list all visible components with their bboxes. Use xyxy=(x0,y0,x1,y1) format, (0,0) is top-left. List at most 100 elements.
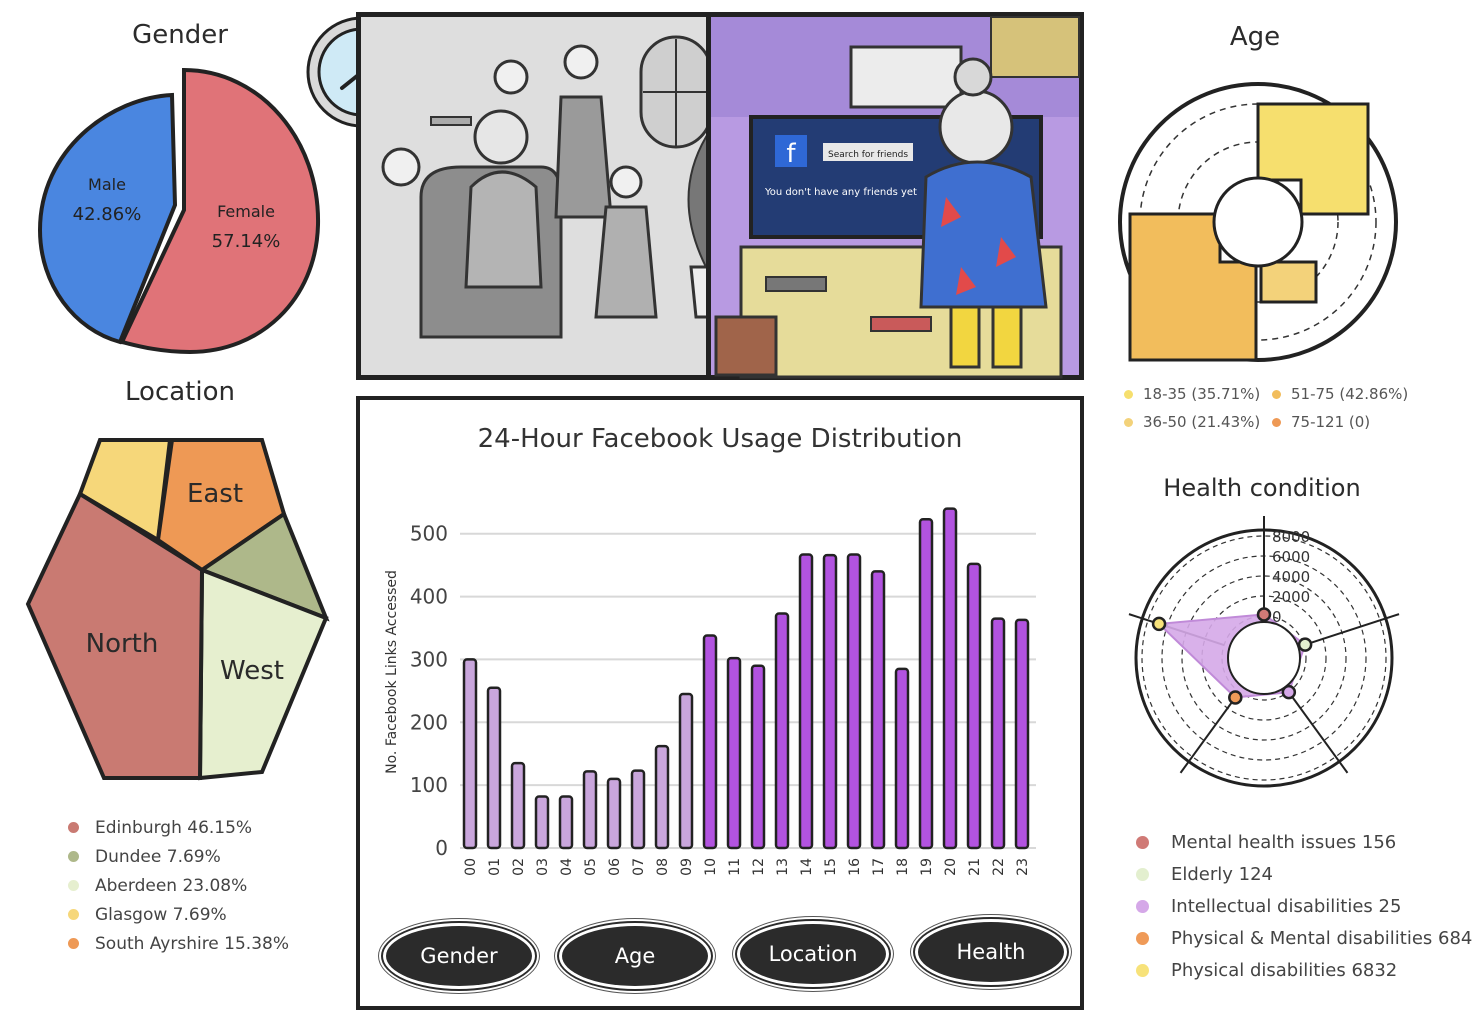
x-tick-label: 13 xyxy=(775,858,791,876)
usage-bar-17[interactable] xyxy=(870,570,886,850)
legend-item: Elderly 124 xyxy=(1136,858,1472,890)
x-tick-label: 08 xyxy=(655,858,671,876)
x-tick-label: 16 xyxy=(847,858,863,876)
radar-tick-label: 6000 xyxy=(1272,548,1310,566)
facebook-empty-message: You don't have any friends yet xyxy=(764,187,917,198)
usage-bar-20[interactable] xyxy=(942,507,958,850)
x-tick-label: 17 xyxy=(871,858,887,876)
x-tick-label: 23 xyxy=(1015,858,1031,876)
legend-swatch xyxy=(1136,867,1149,881)
location-slice-edinburgh[interactable] xyxy=(25,491,205,780)
usage-bar-16[interactable] xyxy=(846,553,862,850)
usage-bar-13[interactable] xyxy=(774,612,790,850)
legend-item: Mental health issues 156 xyxy=(1136,826,1472,858)
usage-bar-12[interactable] xyxy=(750,664,766,850)
usage-bar-11[interactable] xyxy=(726,656,742,850)
legend-swatch xyxy=(1136,931,1149,945)
location-pie-chart: East North West xyxy=(25,438,330,781)
usage-bar-06[interactable] xyxy=(606,777,622,850)
gender-female-name: Female xyxy=(217,202,275,221)
usage-bar-07[interactable] xyxy=(630,769,646,850)
x-tick-label: 04 xyxy=(559,858,575,876)
legend-item: 75-121 (0) xyxy=(1272,408,1370,436)
age-filter-button[interactable]: Age xyxy=(562,926,708,986)
x-tick-label: 00 xyxy=(463,858,479,876)
legend-item: 36-50 (21.43%) xyxy=(1124,408,1272,436)
legend-swatch xyxy=(1136,835,1149,849)
radar-point[interactable] xyxy=(1151,616,1167,632)
legend-item: 51-75 (42.86%) xyxy=(1272,380,1408,408)
usage-bar-21[interactable] xyxy=(966,562,982,850)
legend-swatch xyxy=(1272,389,1281,399)
age-legend: 18-35 (35.71%) 51-75 (42.86%) 36-50 (21.… xyxy=(1124,380,1424,436)
health-legend: Mental health issues 156 Elderly 124 Int… xyxy=(1136,826,1472,986)
usage-bar-15[interactable] xyxy=(822,553,838,850)
x-tick-label: 06 xyxy=(607,858,623,876)
facebook-scene-illustration: f Search for friends You don't have any … xyxy=(711,16,1080,379)
legend-label: Physical disabilities 6832 xyxy=(1171,959,1398,981)
radar-tick-label: 0 xyxy=(1272,608,1282,626)
legend-swatch xyxy=(1136,963,1149,977)
x-tick-label: 12 xyxy=(751,858,767,876)
usage-bar-22[interactable] xyxy=(990,617,1006,850)
legend-label: Intellectual disabilities 25 xyxy=(1171,895,1402,917)
location-title: Location xyxy=(125,377,235,407)
gender-filter-button[interactable]: Gender xyxy=(386,926,532,986)
legend-label: Physical & Mental disabilities 684 xyxy=(1171,927,1472,949)
radar-point[interactable] xyxy=(1297,637,1313,652)
health-filter-button[interactable]: Health xyxy=(918,922,1064,982)
radar-grid-ring xyxy=(1221,615,1307,701)
legend-swatch xyxy=(68,851,79,862)
legend-label: Dundee 7.69% xyxy=(95,846,221,867)
usage-bar-19[interactable] xyxy=(918,518,934,850)
usage-bar-05[interactable] xyxy=(582,770,598,850)
radar-tick-label: 2000 xyxy=(1272,588,1310,606)
usage-bar-14[interactable] xyxy=(798,553,814,850)
facebook-logo-icon: f xyxy=(786,139,796,169)
health-title: Health condition xyxy=(1163,474,1361,502)
location-filter-button[interactable]: Location xyxy=(740,924,886,984)
x-tick-label: 19 xyxy=(919,858,935,876)
legend-swatch xyxy=(1124,417,1133,427)
location-legend: Edinburgh 46.15% Dundee 7.69% Aberdeen 2… xyxy=(68,813,289,958)
gender-slice-male[interactable] xyxy=(37,92,178,345)
legend-label: Elderly 124 xyxy=(1171,863,1274,885)
radar-point[interactable] xyxy=(1256,607,1272,622)
legend-item: Edinburgh 46.15% xyxy=(68,813,289,842)
legend-swatch xyxy=(68,938,79,949)
location-label-west: West xyxy=(220,656,284,686)
usage-bar-04[interactable] xyxy=(558,795,574,850)
age-title: Age xyxy=(1229,22,1281,52)
x-tick-label: 20 xyxy=(943,858,959,876)
radar-axis-line xyxy=(1179,691,1241,774)
radar-axis-line xyxy=(1303,613,1400,646)
usage-bar-03[interactable] xyxy=(534,795,550,850)
legend-label: 18-35 (35.71%) xyxy=(1143,385,1261,403)
usage-bar-09[interactable] xyxy=(678,692,694,850)
radar-tick-label: 8000 xyxy=(1272,528,1310,546)
usage-bar-10[interactable] xyxy=(702,634,718,850)
legend-item: Aberdeen 23.08% xyxy=(68,871,289,900)
age-segment-36-50[interactable] xyxy=(1259,260,1318,304)
legend-label: Edinburgh 46.15% xyxy=(95,817,253,838)
usage-bar-00[interactable] xyxy=(462,658,478,850)
location-label-north: North xyxy=(86,629,159,659)
x-tick-label: 02 xyxy=(511,858,527,876)
gender-male-name: Male xyxy=(88,175,126,194)
gender-pie-chart: Male 42.86% Female 57.14% xyxy=(37,67,321,355)
usage-bar-18[interactable] xyxy=(894,667,910,850)
x-tick-label: 03 xyxy=(535,858,551,876)
usage-bar-01[interactable] xyxy=(486,686,502,850)
radar-point[interactable] xyxy=(1228,690,1243,705)
usage-bar-23[interactable] xyxy=(1014,618,1030,850)
legend-item: Dundee 7.69% xyxy=(68,842,289,871)
usage-bar-08[interactable] xyxy=(654,744,670,850)
legend-item: Physical & Mental disabilities 684 xyxy=(1136,922,1472,954)
x-tick-label: 14 xyxy=(799,858,815,876)
x-tick-label: 11 xyxy=(727,858,743,876)
legend-item: Intellectual disabilities 25 xyxy=(1136,890,1472,922)
facebook-search-text: Search for friends xyxy=(828,150,908,160)
radar-point[interactable] xyxy=(1281,684,1297,700)
usage-bar-02[interactable] xyxy=(510,761,526,850)
gender-slice-female[interactable] xyxy=(119,67,321,355)
